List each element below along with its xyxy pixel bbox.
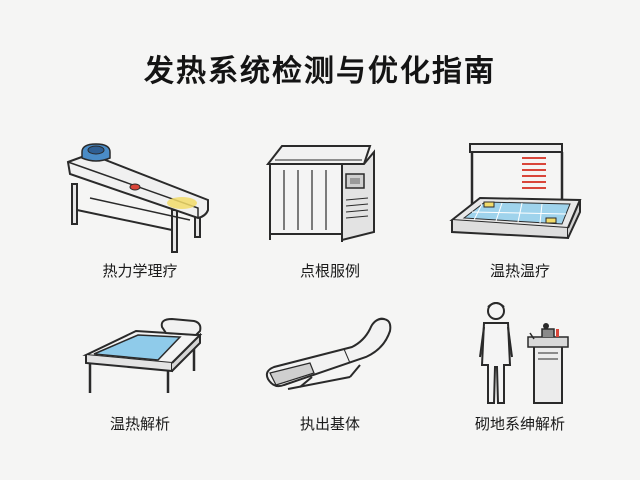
card-label: 热力学理疗 [102, 262, 178, 280]
card-output-substrate: 执出基体 [240, 305, 420, 455]
recliner-icon [265, 317, 392, 390]
card-heated-pool: 温热温疗 [430, 140, 610, 290]
card-label: 点根服例 [299, 262, 360, 280]
therapy-bed-icon [66, 143, 209, 253]
technician-icon [479, 302, 569, 404]
heated-pool-icon [449, 143, 582, 240]
card-label: 执出基体 [299, 415, 360, 433]
water-bed-icon [82, 317, 203, 393]
card-label: 温热温疗 [489, 262, 550, 280]
card-label: 砌地系绅解析 [474, 415, 565, 433]
heater-cabinet-icon [265, 145, 375, 242]
card-thermal-therapy: 热力学理疗 [50, 140, 230, 290]
card-label: 温热解析 [109, 415, 170, 433]
card-system-analysis: 砌地系绅解析 [430, 302, 610, 455]
card-warm-analysis: 温热解析 [50, 305, 230, 455]
page-title: 发热系统检测与优化指南 [144, 54, 496, 89]
card-heater-cabinet: 点根服例 [240, 140, 420, 290]
